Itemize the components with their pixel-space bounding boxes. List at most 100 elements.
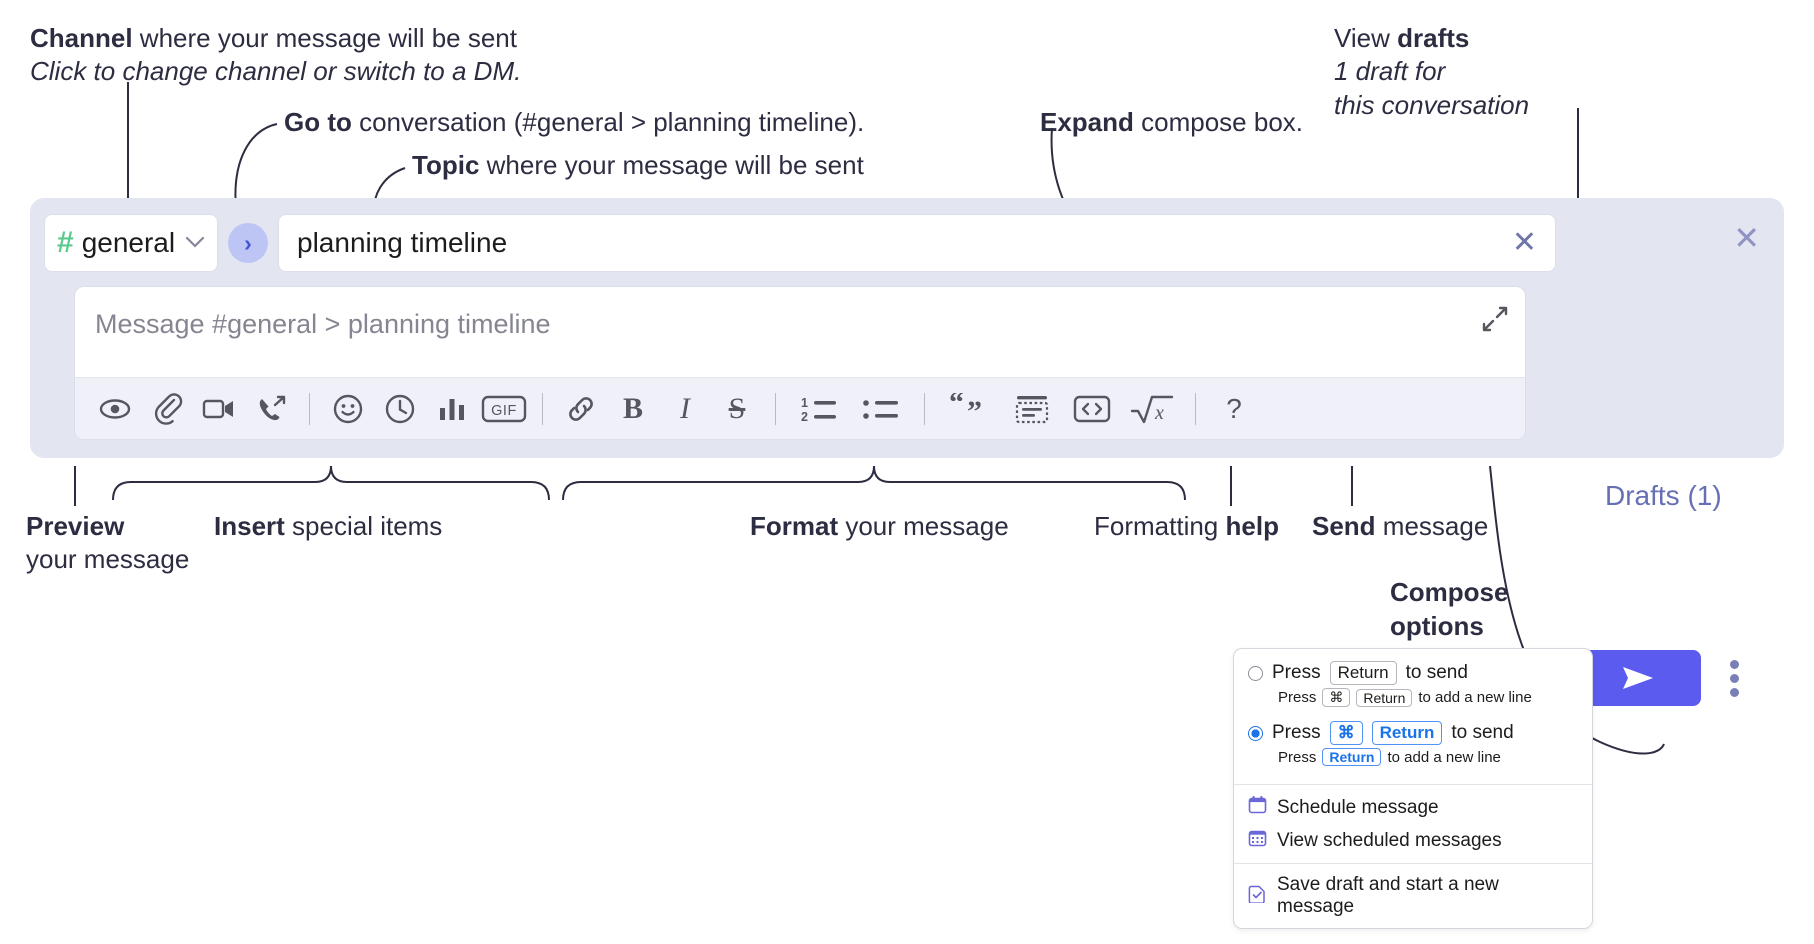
annotation-preview: Preview your message xyxy=(26,510,189,577)
radio-selected[interactable] xyxy=(1248,725,1263,741)
link-icon[interactable] xyxy=(555,385,607,433)
annotation-topic-bold: Topic xyxy=(412,150,480,180)
topic-input[interactable]: planning timeline ✕ xyxy=(278,214,1556,272)
key-return: Return xyxy=(1356,688,1413,707)
toolbar-separator xyxy=(542,392,543,425)
radio-unselected[interactable] xyxy=(1248,665,1263,681)
blockquote-icon[interactable]: “” xyxy=(937,385,1001,433)
annotation-expand: Expand compose box. xyxy=(1040,106,1303,139)
emoji-icon[interactable] xyxy=(322,385,374,433)
option2-sub-post: to add a new line xyxy=(1387,748,1501,766)
key-command: ⌘ xyxy=(1322,688,1351,707)
menu-item-save-draft[interactable]: Save draft and start a new message xyxy=(1234,870,1592,928)
help-label: ? xyxy=(1226,392,1242,424)
send-button[interactable] xyxy=(1575,650,1701,706)
compose-options-menu: Press Return to send Press ⌘ Return to a… xyxy=(1233,648,1593,929)
annotation-format: Format your message xyxy=(750,510,1009,543)
option1-pre: Press xyxy=(1272,662,1321,683)
attachment-icon[interactable] xyxy=(141,385,193,433)
clear-topic-icon[interactable]: ✕ xyxy=(1511,226,1537,259)
annotation-channel: Channel where your message will be sent … xyxy=(30,22,521,89)
close-icon[interactable]: ✕ xyxy=(1733,220,1760,256)
annotation-preview-bold: Preview xyxy=(26,511,125,541)
annotation-compose-bold1: Compose xyxy=(1390,577,1509,607)
math-icon[interactable]: x xyxy=(1121,385,1183,433)
goto-conversation-button[interactable]: › xyxy=(228,223,268,263)
kebab-dot xyxy=(1730,660,1739,669)
svg-text:”: ” xyxy=(967,395,982,425)
annotation-drafts-italic1: 1 draft for xyxy=(1334,56,1446,87)
option2-pre: Press xyxy=(1272,722,1321,743)
annotation-insert-rest: special items xyxy=(284,511,443,541)
code-block-icon[interactable] xyxy=(1001,385,1063,433)
annotation-send: Send message xyxy=(1312,510,1488,543)
annotation-formatting-help: Formatting help xyxy=(1094,510,1279,543)
message-placeholder: Message #general > planning timeline xyxy=(95,309,551,339)
italic-icon[interactable]: I xyxy=(659,385,711,433)
topic-value: planning timeline xyxy=(297,227,508,258)
menu-divider xyxy=(1234,784,1592,785)
svg-text:GIF: GIF xyxy=(491,403,517,419)
annotation-topic: Topic where your message will be sent xyxy=(412,149,864,182)
annotation-send-bold: Send xyxy=(1312,511,1376,541)
option2-sub-pre: Press xyxy=(1278,748,1317,766)
bulleted-list-icon[interactable] xyxy=(850,385,912,433)
bold-icon[interactable]: B xyxy=(607,385,659,433)
annotation-insert: Insert special items xyxy=(214,510,442,543)
annotation-expand-rest: compose box. xyxy=(1133,107,1304,137)
menu-item-view-scheduled-messages[interactable]: View scheduled messages xyxy=(1234,824,1592,857)
calendar-icon xyxy=(1248,795,1267,820)
annotation-preview-line2: your message xyxy=(26,544,190,575)
toolbar-separator xyxy=(1195,392,1196,425)
strikethrough-icon[interactable]: S xyxy=(711,385,763,433)
video-icon[interactable] xyxy=(193,385,245,433)
compose-box: ✕ # general › planning timeline ✕ Messag… xyxy=(30,198,1784,706)
hash-icon: # xyxy=(57,226,74,259)
toolbar-separator xyxy=(775,392,776,425)
key-return: Return xyxy=(1322,748,1382,766)
audio-icon[interactable] xyxy=(245,385,297,433)
svg-text:1: 1 xyxy=(801,396,808,410)
message-editor[interactable]: Message #general > planning timeline xyxy=(74,286,1526,440)
clock-icon[interactable] xyxy=(374,385,426,433)
strike-label: S xyxy=(728,391,746,425)
annotation-drafts: View drafts 1 draft for this conversatio… xyxy=(1334,22,1529,122)
menu-option-cmd-return-to-send[interactable]: Press ⌘ Return to send Press Return to a… xyxy=(1234,719,1592,778)
svg-text:2: 2 xyxy=(801,410,808,424)
send-arrow-icon xyxy=(1623,667,1653,689)
annotation-expand-bold: Expand xyxy=(1040,107,1134,137)
annotation-format-rest: your message xyxy=(838,511,1009,541)
annotation-drafts-italic2: this conversation xyxy=(1334,89,1530,120)
annotation-format-bold: Format xyxy=(750,511,839,541)
svg-text:“: “ xyxy=(949,393,964,419)
option1-sub-pre: Press xyxy=(1278,689,1317,706)
key-return: Return xyxy=(1329,661,1397,685)
annotation-channel-bold: Channel xyxy=(30,23,133,53)
menu-item-label: View scheduled messages xyxy=(1277,829,1502,851)
preview-icon[interactable] xyxy=(89,385,141,433)
annotation-drafts-pre: View xyxy=(1334,23,1398,53)
bold-label: B xyxy=(622,391,643,425)
annotation-help-pre: Formatting xyxy=(1094,511,1226,541)
annotation-drafts-bold: drafts xyxy=(1397,23,1470,53)
toolbar-separator xyxy=(924,392,925,425)
menu-item-schedule-message[interactable]: Schedule message xyxy=(1234,791,1592,824)
menu-option-return-to-send[interactable]: Press Return to send Press ⌘ Return to a… xyxy=(1234,659,1592,719)
annotation-topic-rest: where your message will be sent xyxy=(479,150,864,180)
code-icon[interactable] xyxy=(1063,385,1121,433)
menu-divider xyxy=(1234,863,1592,864)
menu-item-label: Save draft and start a new message xyxy=(1277,874,1499,917)
channel-selector[interactable]: # general xyxy=(44,214,218,272)
poll-icon[interactable] xyxy=(426,385,478,433)
drafts-link[interactable]: Drafts (1) xyxy=(1605,480,1722,511)
save-draft-icon xyxy=(1248,884,1267,909)
key-return: Return xyxy=(1371,721,1443,745)
compose-options-button[interactable] xyxy=(1730,660,1739,697)
option1-sub-post: to add a new line xyxy=(1418,689,1532,706)
help-icon[interactable]: ? xyxy=(1208,385,1260,433)
expand-icon[interactable] xyxy=(1481,305,1509,333)
menu-item-label: Schedule message xyxy=(1277,796,1439,818)
gif-icon[interactable]: GIF xyxy=(478,385,530,433)
